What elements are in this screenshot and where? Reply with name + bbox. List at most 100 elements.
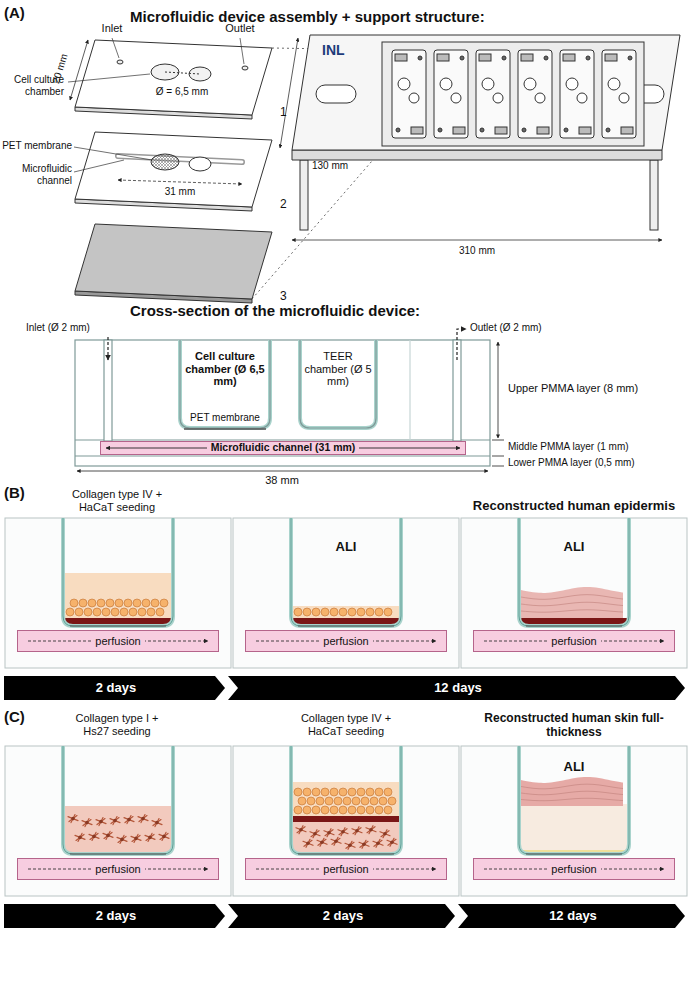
result-label: Reconstructed human epidermis: [461, 499, 687, 514]
art-shape: [155, 819, 159, 827]
art-shape: [104, 340, 112, 441]
art-shape: [153, 820, 161, 826]
ali-label: ALI: [549, 540, 599, 555]
art-shape: [5, 746, 231, 896]
art-shape: [564, 128, 568, 132]
art-shape: [69, 816, 77, 822]
art-shape: [75, 132, 272, 207]
art-shape: [293, 816, 399, 822]
art-shape: [300, 340, 376, 428]
perfusion-band: perfusion: [473, 630, 675, 652]
art-shape: [313, 830, 317, 838]
art-shape: [124, 818, 134, 822]
art-shape: [602, 50, 636, 138]
art-shape: [124, 599, 132, 607]
duration-text: 2 days: [319, 909, 367, 923]
callout-number: 2: [280, 198, 294, 212]
art-shape: [374, 840, 382, 846]
art-shape: [102, 608, 110, 616]
art-shape: [65, 573, 171, 618]
art-shape: [70, 599, 78, 607]
callout-number: 1: [280, 106, 294, 120]
art-shape: [293, 782, 399, 816]
art-shape: [608, 78, 620, 90]
art-shape: [312, 608, 320, 616]
art-shape: [151, 599, 159, 607]
art-shape: [134, 834, 138, 842]
art-shape: [118, 180, 242, 184]
art-shape: [133, 599, 141, 607]
art-shape: [139, 816, 147, 822]
support-structure: [280, 35, 680, 240]
art-shape: [330, 806, 338, 814]
art-shape: [152, 821, 162, 825]
art-shape: [148, 836, 152, 840]
art-shape: [461, 518, 687, 668]
art-shape: [5, 518, 231, 668]
art-shape: [355, 827, 359, 835]
art-shape: [521, 54, 533, 61]
art-shape: [118, 156, 242, 162]
art-shape: [324, 831, 334, 835]
part-label: Cell culture chamber: [2, 74, 64, 97]
panel-letter: (B): [4, 484, 38, 501]
art-shape: [233, 746, 459, 896]
art-shape: [334, 837, 338, 845]
part-label: PET membrane: [2, 140, 72, 152]
art-shape: [312, 788, 320, 796]
art-shape: [293, 618, 399, 625]
art-shape: [147, 608, 155, 616]
art-shape: [99, 818, 103, 826]
band-text: Microfluidic channel (31 mm): [207, 442, 360, 454]
timeline-step: 2 days: [4, 904, 228, 928]
art-shape: [96, 820, 106, 824]
art-shape: [524, 78, 536, 90]
art-shape: [353, 828, 361, 834]
art-shape: [348, 841, 352, 849]
art-shape: [343, 797, 351, 805]
art-shape: [4, 904, 225, 928]
art-shape: [362, 843, 366, 847]
art-shape: [299, 828, 303, 832]
art-shape: [292, 150, 662, 160]
art-shape: [228, 676, 685, 700]
art-shape: [303, 608, 311, 616]
cross-section: [75, 329, 504, 471]
art-shape: [339, 806, 347, 814]
art-shape: [566, 78, 578, 90]
art-shape: [311, 831, 319, 837]
art-shape: [369, 828, 373, 832]
art-shape: [396, 128, 400, 132]
art-shape: [115, 599, 123, 607]
art-shape: [384, 806, 392, 814]
art-shape: [458, 904, 685, 928]
art-shape: [296, 828, 306, 832]
art-shape: [390, 841, 394, 845]
art-shape: [341, 828, 345, 836]
art-shape: [383, 832, 387, 836]
art-shape: [331, 839, 341, 843]
art-shape: [535, 93, 545, 103]
art-shape: [313, 832, 317, 836]
dimension: 38 mm: [252, 474, 312, 487]
art-shape: [605, 54, 617, 61]
art-shape: [303, 841, 313, 845]
art-shape: [526, 625, 622, 626]
art-shape: [68, 817, 78, 821]
art-shape: [125, 817, 133, 823]
art-shape: [300, 340, 376, 428]
art-shape: [563, 54, 575, 61]
art-shape: [82, 821, 92, 825]
art-shape: [5, 518, 231, 668]
art-shape: [78, 833, 82, 841]
art-shape: [93, 608, 101, 616]
result-label: Reconstructed human skin full-thickness: [461, 712, 687, 740]
perfusion-band: perfusion: [17, 858, 219, 880]
art-shape: [63, 746, 173, 854]
art-shape: [522, 128, 526, 132]
art-shape: [132, 835, 140, 841]
art-shape: [357, 788, 365, 796]
band-text: perfusion: [547, 863, 600, 875]
art-shape: [228, 904, 455, 928]
chamber-label: TEER chamber (Ø 5 mm): [304, 350, 372, 388]
